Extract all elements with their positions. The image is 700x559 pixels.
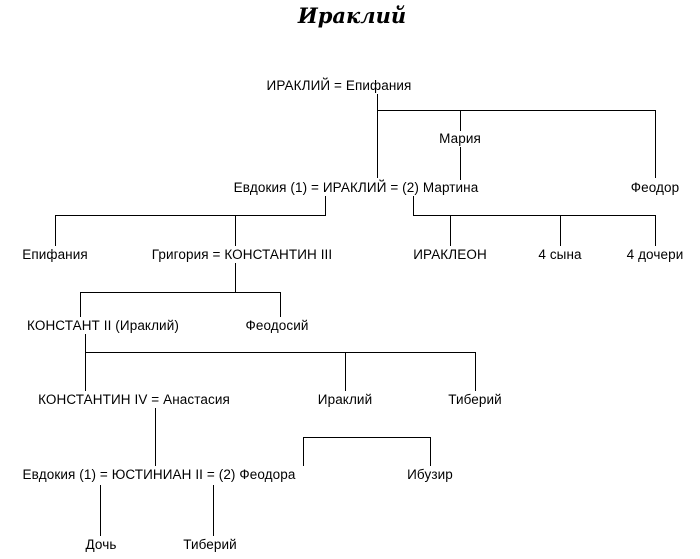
person-four-daughters: 4 дочери xyxy=(626,247,684,262)
person-tiberiy-son: Тиберий xyxy=(448,392,502,407)
connector-line xyxy=(560,215,561,246)
person-epifania: Епифания xyxy=(22,247,88,262)
person-heraclius-marriages: Евдокия (1) = ИРАКЛИЙ = (2) Мартина xyxy=(233,180,479,195)
connector-line xyxy=(55,215,56,246)
connector-line xyxy=(460,147,461,180)
connector-line xyxy=(100,485,101,536)
connector-line xyxy=(55,215,326,216)
connector-line xyxy=(303,437,431,438)
connector-line xyxy=(235,263,236,293)
connector-line xyxy=(280,292,281,317)
person-constans2: КОНСТАНТ II (Ираклий) xyxy=(27,318,179,333)
connector-line xyxy=(450,215,451,246)
person-ibuzir: Ибузир xyxy=(407,467,453,482)
connector-line xyxy=(213,485,214,536)
connector-line xyxy=(155,408,156,466)
person-tiberiy-grandson: Тиберий xyxy=(183,537,237,552)
person-constantine4-couple: КОНСТАНТИН IV = Анастасия xyxy=(38,392,230,407)
connector-line xyxy=(85,334,86,391)
person-irakliy-son: Ираклий xyxy=(317,392,373,407)
person-justinian2-marriages: Евдокия (1) = ЮСТИНИАН II = (2) Феодора xyxy=(22,467,296,482)
connector-line xyxy=(345,352,346,391)
person-irakleon: ИРАКЛЕОН xyxy=(413,247,487,262)
connector-line xyxy=(413,215,656,216)
connector-line xyxy=(325,196,326,216)
diagram-title: Ираклий xyxy=(297,3,407,28)
connector-line xyxy=(413,196,414,216)
connector-line xyxy=(377,110,656,111)
connector-line xyxy=(80,292,281,293)
person-maria: Мария xyxy=(439,131,481,146)
person-feodosiy: Феодосий xyxy=(245,318,309,333)
connector-line xyxy=(430,437,431,466)
connector-line xyxy=(80,292,81,317)
person-daughter: Дочь xyxy=(85,537,117,552)
connector-line xyxy=(655,110,656,178)
connector-line xyxy=(377,94,378,178)
connector-line xyxy=(303,437,304,466)
person-constantine3-couple: Григория = КОНСТАНТИН III xyxy=(151,247,333,262)
connector-line xyxy=(85,352,476,353)
person-feodor: Феодор xyxy=(630,180,680,195)
connector-line xyxy=(460,110,461,131)
person-heraclius-elder-couple: ИРАКЛИЙ = Епифания xyxy=(266,78,412,93)
connector-line xyxy=(235,215,236,246)
connector-line xyxy=(655,215,656,246)
person-four-sons: 4 сына xyxy=(538,247,582,262)
connector-line xyxy=(475,352,476,391)
